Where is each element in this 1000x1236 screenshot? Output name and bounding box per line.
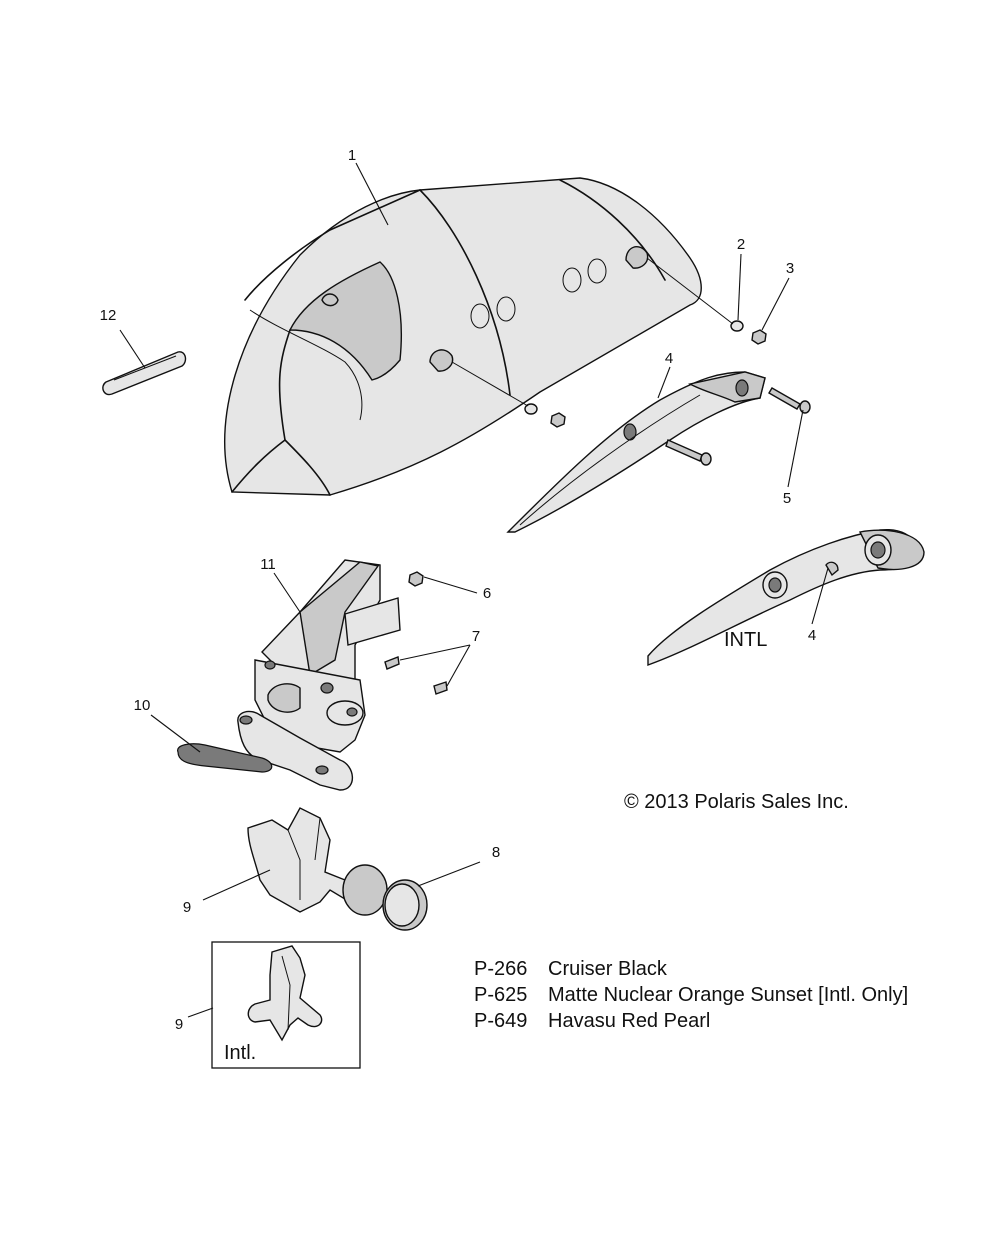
paint-code: P-625: [474, 984, 527, 1006]
paint-code: P-266: [474, 958, 527, 980]
fender-strut-intl: [647, 528, 925, 666]
oval-reflector: [177, 743, 273, 773]
callout-6: 6: [483, 585, 491, 602]
end-cap: [382, 879, 428, 931]
callout-9-intl: 9: [175, 1016, 183, 1033]
mounting-plate: [247, 807, 388, 916]
paint-code-list: P-266 Cruiser Black P-625 Matte Nuclear …: [474, 958, 908, 1032]
callout-7: 7: [472, 628, 480, 645]
paint-name: Cruiser Black: [548, 958, 668, 980]
fender-strut: [506, 371, 766, 533]
intl-guard-label: INTL: [724, 629, 767, 651]
callout-8: 8: [492, 844, 500, 861]
callout-5: 5: [783, 490, 791, 507]
license-plate-bracket: [237, 559, 401, 791]
washer: [524, 320, 744, 415]
reflector-strip: [102, 351, 187, 396]
paint-name: Havasu Red Pearl: [548, 1010, 710, 1032]
paint-name: Matte Nuclear Orange Sunset [Intl. Only]: [548, 984, 908, 1006]
callout-2: 2: [737, 236, 745, 253]
screw: [384, 656, 448, 695]
nut: [408, 571, 424, 587]
callout-4-intl: 4: [808, 627, 816, 644]
callout-3: 3: [786, 260, 794, 277]
nut: [550, 329, 767, 428]
callout-12: 12: [100, 307, 117, 324]
rear-fender: [224, 177, 702, 496]
callout-1: 1: [348, 147, 356, 164]
callout-4: 4: [665, 350, 673, 367]
intl-box-label: Intl.: [224, 1042, 256, 1064]
paint-code: P-649: [474, 1010, 527, 1032]
fastener-axis-lines: [451, 257, 734, 407]
callout-11: 11: [260, 556, 276, 573]
copyright-text: © 2013 Polaris Sales Inc.: [624, 791, 849, 813]
intl-box: [211, 941, 361, 1069]
callout-10: 10: [134, 697, 151, 714]
leader-lines: [119, 162, 829, 1018]
bolt: [665, 387, 811, 466]
callout-9: 9: [183, 899, 191, 916]
